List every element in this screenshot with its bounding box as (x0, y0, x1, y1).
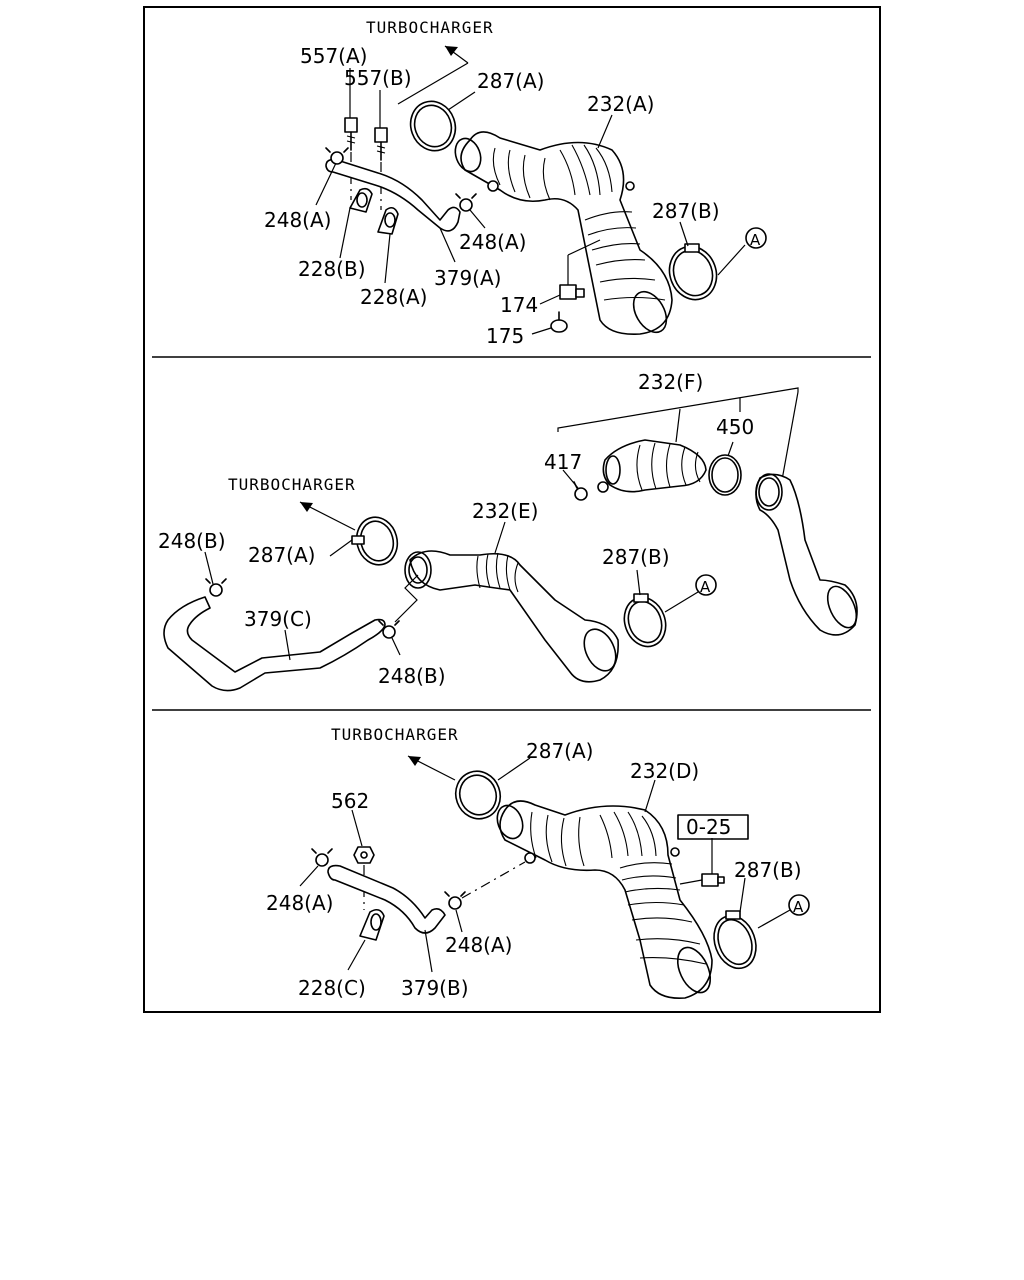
callout-287b: 287(B) (652, 199, 720, 223)
callout-232e: 232(E) (472, 499, 538, 523)
callout-228a: 228(A) (360, 285, 427, 309)
clip-248a-right (444, 891, 466, 910)
connection-line (461, 861, 526, 899)
group-bracket-232f (557, 387, 799, 481)
callout-248b-bottom: 248(B) (378, 664, 446, 688)
clip-248a-left (325, 147, 349, 165)
clamp-287a (454, 770, 502, 820)
ref-a-marker: A (695, 574, 717, 596)
turbocharger-label: TURBOCHARGER (228, 475, 356, 494)
turbocharger-arrow (397, 45, 469, 105)
duct-232f (597, 439, 707, 493)
callout-232f: 232(F) (638, 370, 703, 394)
turbocharger-arrow (299, 501, 356, 531)
callout-562: 562 (331, 789, 369, 813)
clamp-287b (668, 243, 718, 301)
bottom-leaders (299, 757, 791, 973)
callout-450: 450 (716, 415, 754, 439)
clamp-287b (713, 910, 757, 970)
callout-248a-left: 248(A) (264, 208, 331, 232)
turbocharger-label: TURBOCHARGER (366, 18, 494, 37)
sensor-0-25 (679, 838, 725, 887)
sensor-174 (559, 239, 601, 300)
callout-287b: 287(B) (734, 858, 802, 882)
clip-248b-top (205, 578, 227, 597)
svg-text:A: A (700, 578, 711, 596)
code-box (677, 814, 749, 840)
svg-text:A: A (793, 898, 804, 916)
callout-174: 174 (500, 293, 538, 317)
ref-a-marker: A (745, 227, 767, 249)
svg-text:A: A (750, 231, 761, 249)
callout-228c: 228(C) (298, 976, 366, 1000)
bolt-557b (374, 127, 388, 210)
clamp-287a (351, 516, 399, 566)
bracket-228b (349, 187, 373, 213)
connection-line (394, 574, 419, 623)
hose-379b (327, 864, 446, 934)
callout-287a: 287(A) (526, 739, 593, 763)
top-leaders (315, 68, 746, 335)
callout-248a-right: 248(A) (445, 933, 512, 957)
bracket-228c (359, 908, 385, 941)
callout-287b: 287(B) (602, 545, 670, 569)
callout-228b: 228(B) (298, 257, 366, 281)
turbocharger-label: TURBOCHARGER (331, 725, 459, 744)
duct-232f-outlet (755, 473, 858, 636)
callout-175: 175 (486, 324, 524, 348)
panel-top: TURBOCHARGER (264, 18, 767, 348)
callout-287a: 287(A) (248, 543, 315, 567)
callout-287a: 287(A) (477, 69, 544, 93)
duct-232a (454, 131, 673, 336)
diagram-frame (143, 6, 881, 1013)
bolt-557a (344, 117, 358, 200)
callout-232a: 232(A) (587, 92, 654, 116)
hose-379a (325, 158, 461, 232)
callout-379a: 379(A) (434, 266, 501, 290)
callout-248a-left: 248(A) (266, 891, 333, 915)
clip-248a-left (311, 848, 333, 867)
hose-379c (163, 596, 386, 692)
ring-450 (708, 454, 742, 496)
callout-379b: 379(B) (401, 976, 469, 1000)
clip-248b-bottom (378, 620, 400, 639)
callout-248b-top: 248(B) (158, 529, 226, 553)
duct-232e (404, 550, 619, 683)
middle-leaders (204, 441, 734, 661)
ref-a-marker: A (788, 894, 810, 916)
turbocharger-arrow (407, 755, 456, 781)
duct-232d (496, 800, 713, 1000)
panel-middle: TURBOCHARGER (158, 370, 858, 692)
clip-248a-right (455, 193, 477, 212)
callout-248a-right: 248(A) (459, 230, 526, 254)
callout-557a: 557(A) (300, 44, 367, 68)
clamp-287a (409, 100, 457, 152)
bracket-228a (377, 206, 399, 235)
bolt-175 (550, 311, 568, 333)
callout-557b: 557(B) (344, 66, 412, 90)
callout-417: 417 (544, 450, 582, 474)
nut-562 (353, 846, 375, 910)
panel-bottom: TURBOCHARGER (266, 725, 810, 1000)
callout-232d: 232(D) (630, 759, 699, 783)
callout-0-25: 0-25 (686, 815, 731, 839)
callout-379c: 379(C) (244, 607, 312, 631)
clamp-287b (623, 593, 667, 648)
